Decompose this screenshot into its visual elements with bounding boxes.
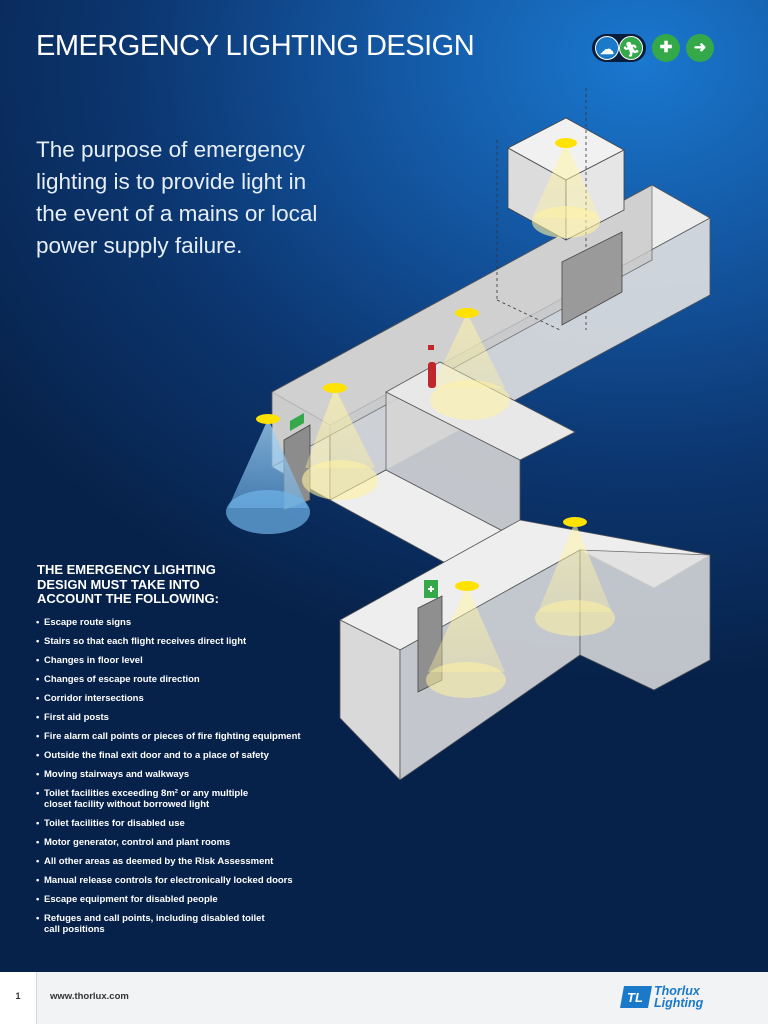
luminaires xyxy=(256,138,587,591)
list-item: Corridor intersections xyxy=(36,693,336,704)
logo-mark: TL xyxy=(627,990,643,1005)
icon-group: ☁ 🏃︎ ✚ ➜ xyxy=(592,34,722,64)
lower-corridor xyxy=(339,519,712,780)
page-title: EMERGENCY LIGHTING DESIGN xyxy=(36,30,475,62)
list-item: Moving stairways and walkways xyxy=(36,769,336,780)
list-item: Escape route signs xyxy=(36,617,336,628)
door xyxy=(561,231,623,326)
corridor-illustration xyxy=(226,88,712,780)
list-item: Changes in floor level xyxy=(36,655,336,666)
list-item: Stairs so that each flight receives dire… xyxy=(36,636,336,647)
list-item: First aid posts xyxy=(36,712,336,723)
exit-sign xyxy=(290,413,304,431)
fire-extinguisher-icon xyxy=(428,345,436,388)
running-man-plus-icon: ✚ xyxy=(652,34,680,62)
requirements-list: Escape route signs Stairs so that each f… xyxy=(36,617,336,943)
list-item: Toilet facilities for disabled use xyxy=(36,818,336,829)
website-link[interactable]: www.thorlux.com xyxy=(50,991,129,1002)
requirements-heading: THE EMERGENCY LIGHTING DESIGN MUST TAKE … xyxy=(37,562,219,606)
intro-text: The purpose of emergency lighting is to … xyxy=(36,137,318,258)
list-item: Changes of escape route direction xyxy=(36,674,336,685)
thorlux-logo: TL Thorlux Lighting xyxy=(620,984,720,1014)
list-item: Fire alarm call points or pieces of fire… xyxy=(36,731,336,742)
emergency-lighting-icon: ☁ xyxy=(595,36,619,60)
list-item: Outside the final exit door and to a pla… xyxy=(36,750,336,761)
list-item: Escape equipment for disabled people xyxy=(36,894,336,905)
page-number: 1 xyxy=(15,991,21,1001)
running-man-exit-icon: ➜ xyxy=(686,34,714,62)
light-beams xyxy=(226,143,615,698)
running-man-icon: 🏃︎ xyxy=(619,36,643,60)
list-item: All other areas as deemed by the Risk As… xyxy=(36,856,336,867)
footer: 1 www.thorlux.com TL Thorlux Lighting xyxy=(0,972,768,1024)
list-item: Manual release controls for electronical… xyxy=(36,875,336,886)
first-aid-cross-icon xyxy=(428,586,434,592)
tl-logo-icon: TL xyxy=(620,986,652,1008)
list-item: Refuges and call points, including disab… xyxy=(36,913,336,935)
page-number-box: 1 xyxy=(0,972,37,1024)
logo-text: Thorlux Lighting xyxy=(654,984,704,1010)
list-item: Toilet facilities exceeding 8m² or any m… xyxy=(36,788,336,810)
list-item: Motor generator, control and plant rooms xyxy=(36,837,336,848)
